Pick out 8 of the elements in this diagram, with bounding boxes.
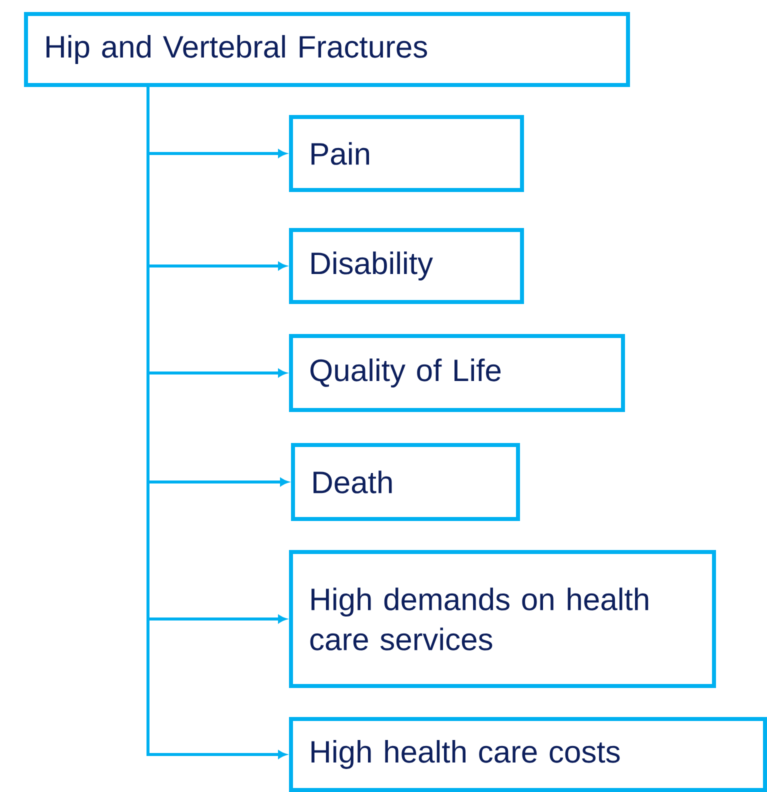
outcome-box: Pain (289, 115, 524, 192)
outcome-box: Death (291, 443, 520, 521)
arrow (146, 87, 286, 758)
outcome-box: High demands on health care services (289, 550, 716, 688)
title-box: Hip and Vertebral Fractures (24, 12, 630, 87)
outcome-box: Disability (289, 228, 524, 304)
outcome-box: High health care costs (289, 717, 767, 792)
outcome-box: Quality of Life (289, 334, 625, 412)
